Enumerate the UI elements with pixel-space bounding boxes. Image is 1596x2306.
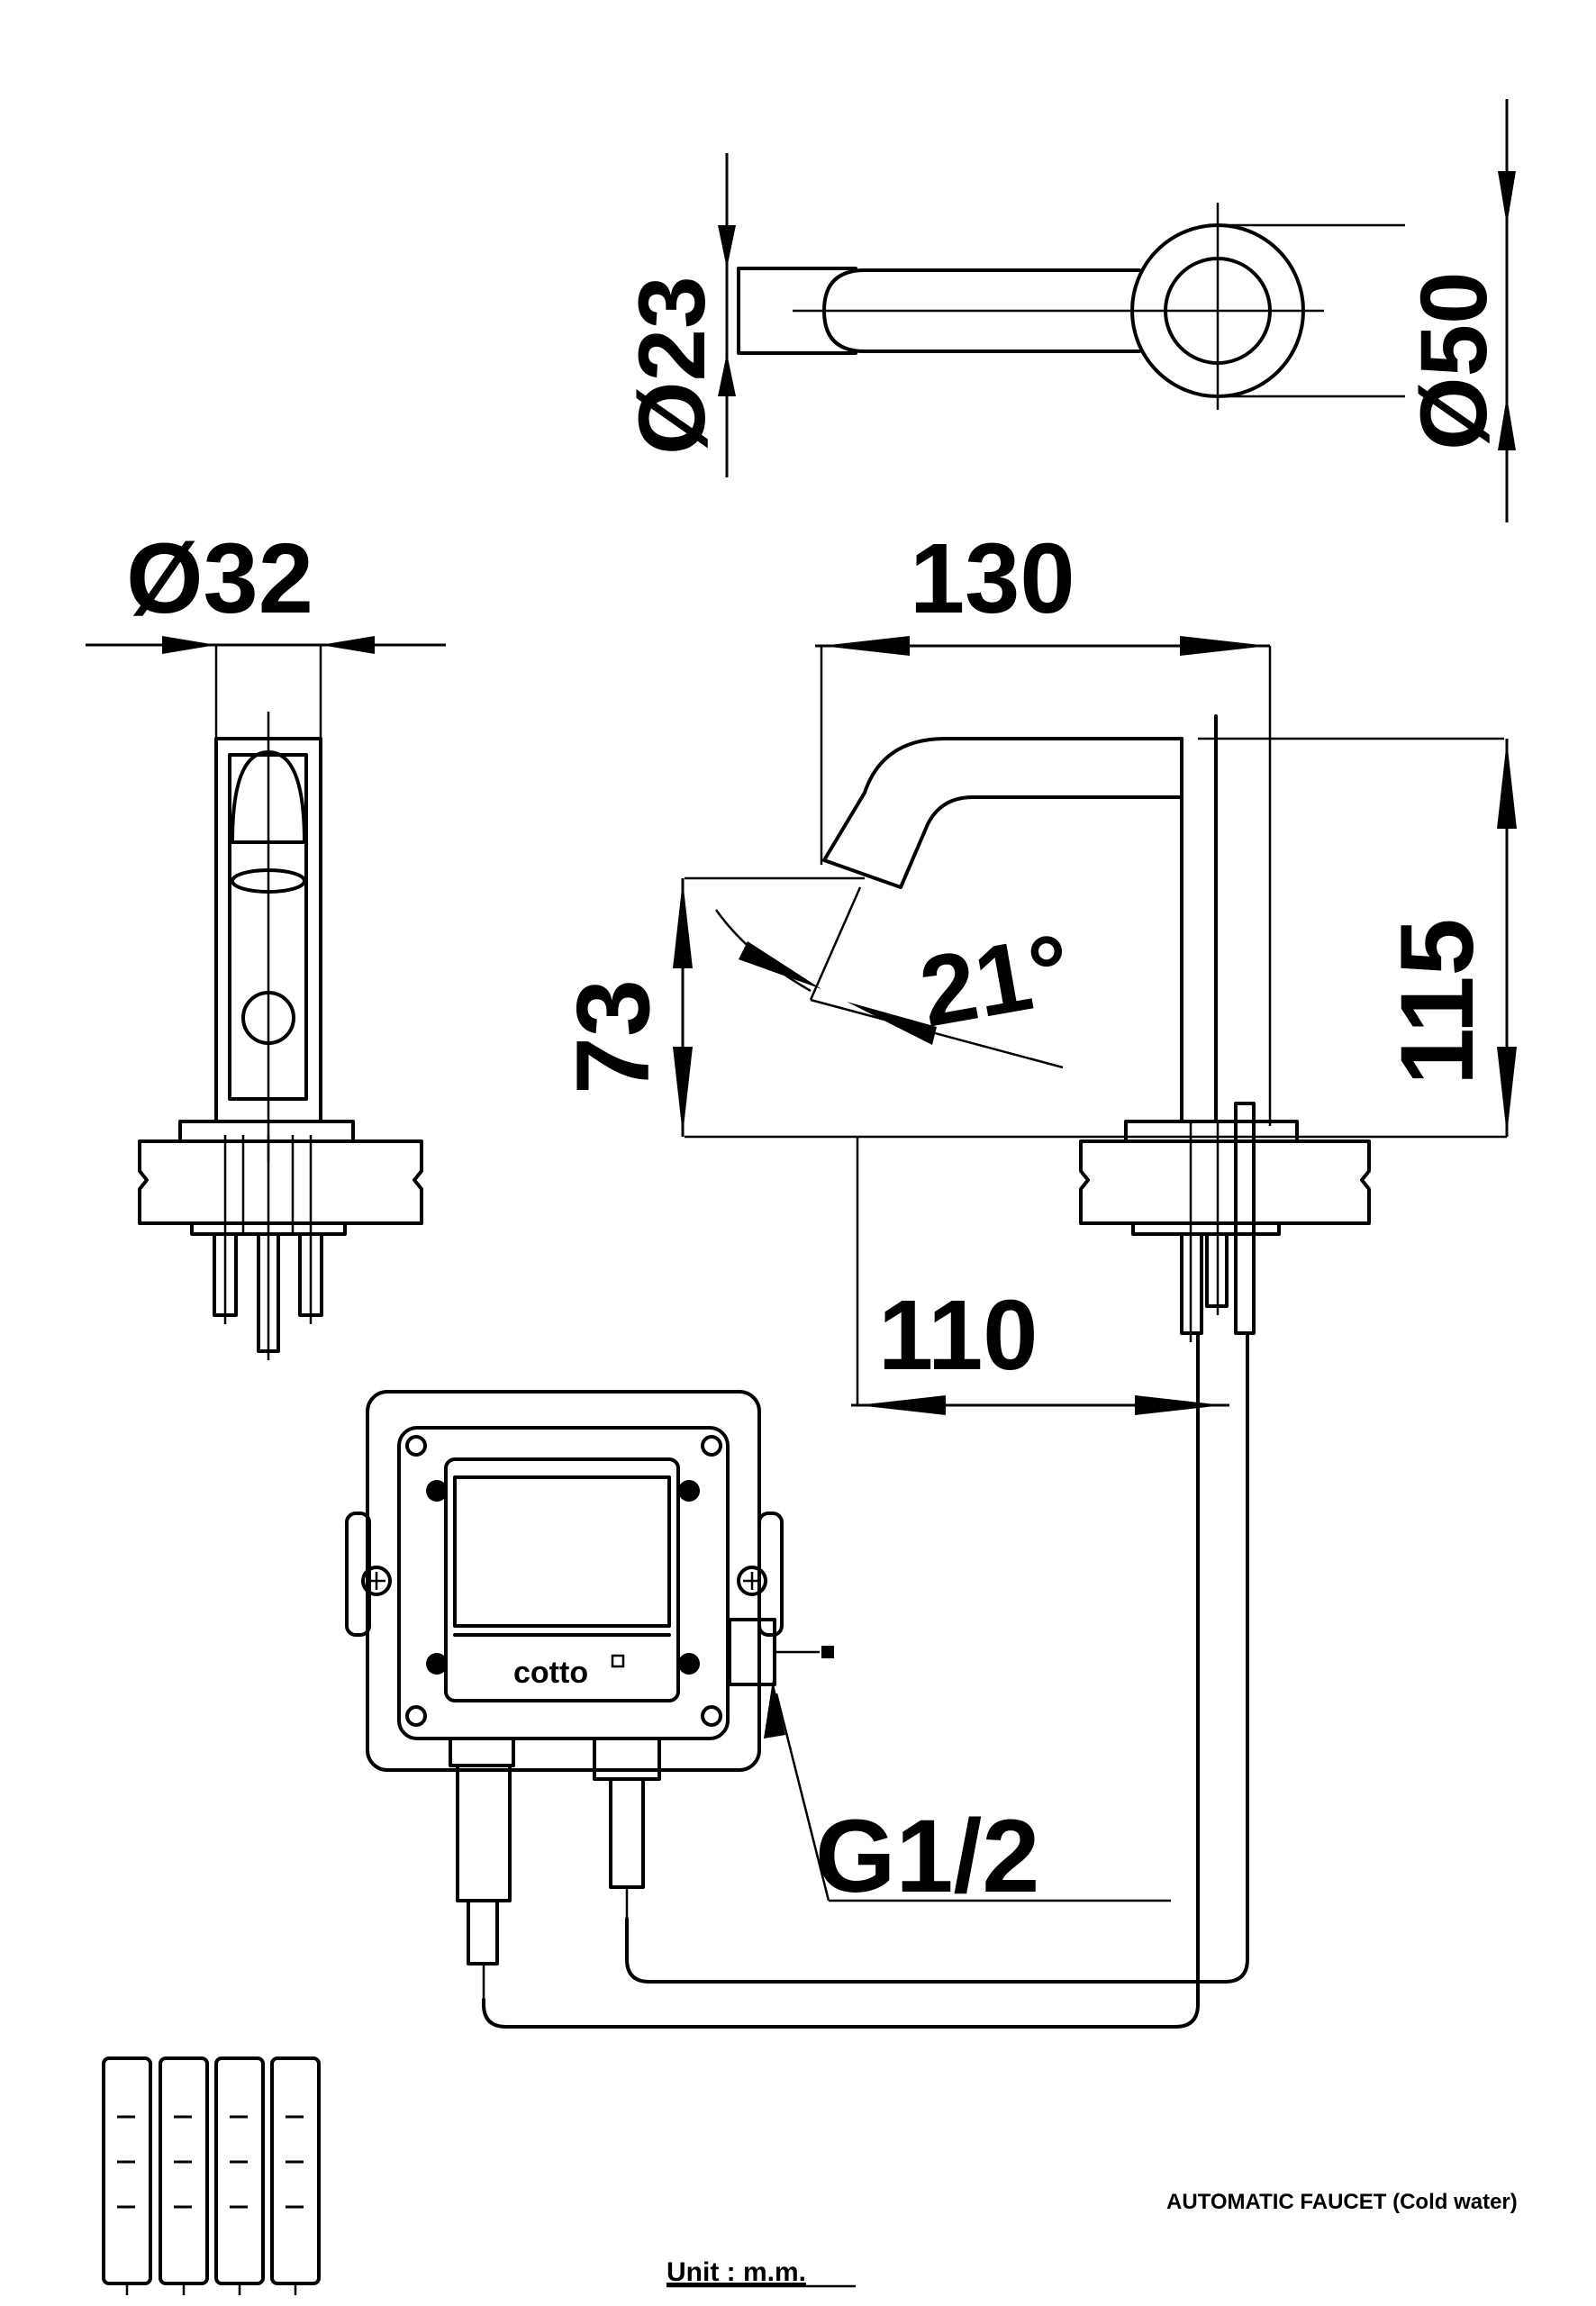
dim-angle-21: 21° <box>912 913 1079 1049</box>
dim-diameter-32: Ø32 <box>126 523 313 634</box>
thread-size-label: G1/2 <box>815 1799 1039 1914</box>
unit-label: Unit : m.m. <box>667 2257 806 2287</box>
front-view: 130 115 73 21° <box>556 523 1517 1415</box>
dim-height-115: 115 <box>1380 918 1495 1085</box>
control-box: cotto G1/2 <box>345 1331 1249 2029</box>
mounting-studs <box>213 1135 323 1360</box>
dim-width-130: 130 <box>910 523 1075 634</box>
dim-diameter-23: Ø23 <box>620 277 725 455</box>
side-view: Ø32 <box>86 523 446 1360</box>
top-view: Ø23 Ø50 <box>620 99 1516 522</box>
dim-diameter-50: Ø50 <box>1401 272 1507 450</box>
drawing-title: AUTOMATIC FAUCET (Cold water) <box>1166 2190 1518 2214</box>
dim-width-110: 110 <box>878 1280 1038 1391</box>
screw-icon <box>737 1566 767 1596</box>
dim-height-73: 73 <box>556 979 671 1094</box>
screw-icon <box>361 1566 392 1596</box>
brand-logo: cotto <box>513 1656 588 1690</box>
battery-icon <box>102 2056 321 2295</box>
